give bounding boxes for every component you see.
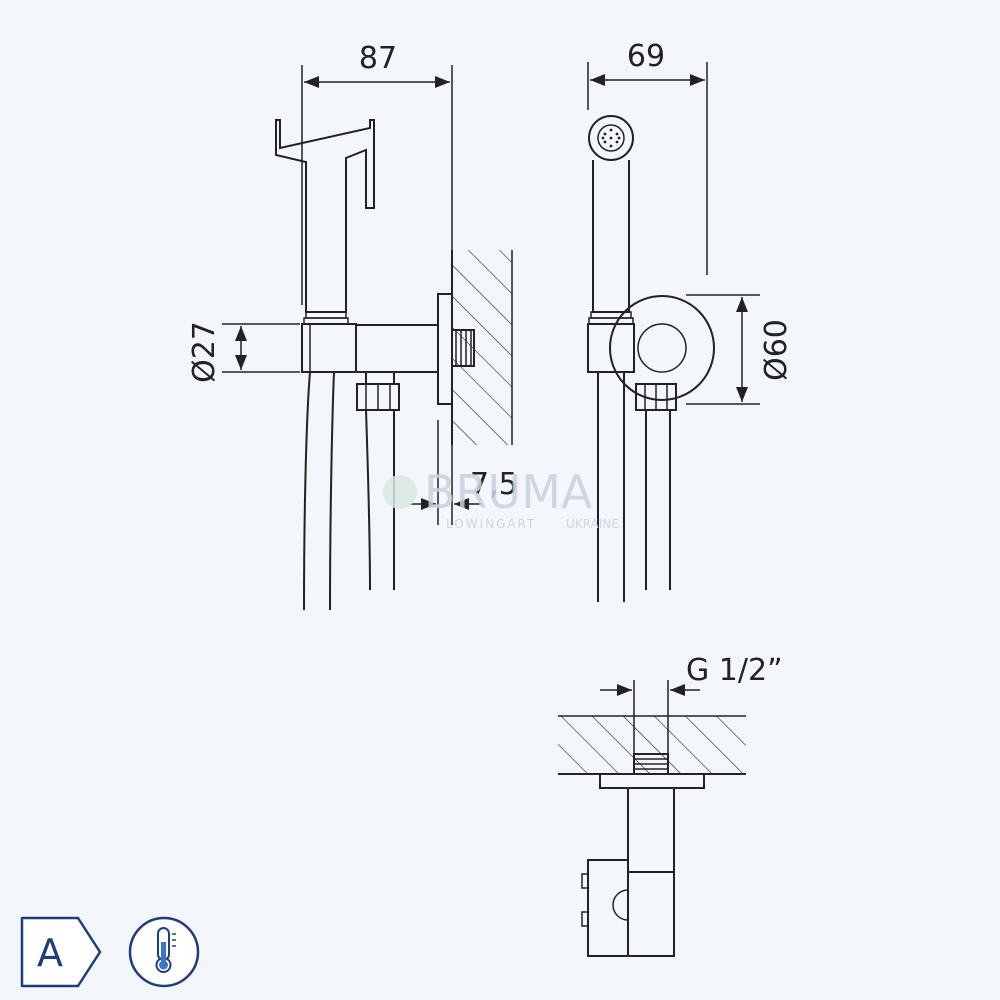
flange-circle [609,295,715,401]
watermark-sub-left: LOWINGART [446,517,536,531]
watermark-logo-icon [383,475,417,509]
dim-flange-thickness: 7,5 [470,467,518,502]
dim-width-side: 87 [359,41,397,76]
dim-diameter-flange: Ø60 [759,319,794,381]
wall-hatch-top [558,716,746,774]
dim-diameter-body: Ø27 [187,321,222,383]
watermark-brand: BRUMA [424,465,593,519]
wall-flange [437,293,453,405]
class-letter: A [37,931,63,975]
dim-thread: G 1/2” [686,653,783,688]
spray-head [588,115,634,161]
front-view: 69 Ø60 [587,39,794,602]
watermark: BRUMA LOWINGART UKRAINE [383,465,619,531]
handset-top [587,859,629,957]
wall-thread [451,329,475,367]
thermometer-icon [128,916,200,988]
holder-front [587,323,635,373]
top-view: G 1/2” [558,653,783,957]
wall-hatch-side [452,250,512,445]
holder-top [627,871,675,957]
class-badge: A [20,916,102,988]
spray-holes [601,128,621,148]
watermark-sub-right: UKRAINE [566,517,619,531]
dim-width-front: 69 [627,39,665,74]
handset-side [275,119,375,313]
flange-top [599,773,705,789]
side-view: 87 Ø27 7,5 [187,41,518,611]
